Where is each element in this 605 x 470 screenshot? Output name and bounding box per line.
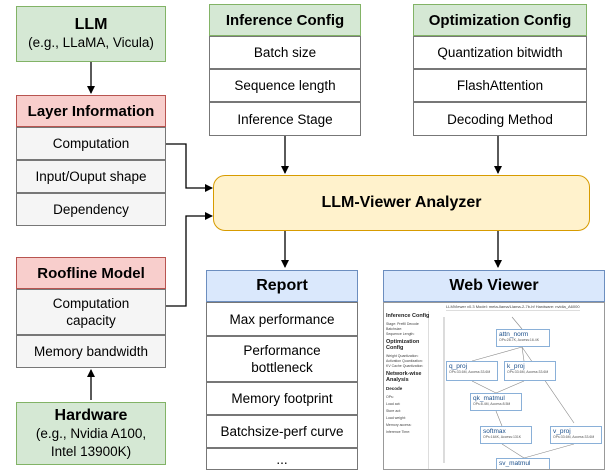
inference-item-sequence-length: Sequence length	[209, 69, 361, 102]
web-viewer-title: Web Viewer	[383, 270, 605, 302]
llm-viewer-analyzer: LLM-Viewer Analyzer	[213, 175, 590, 231]
graph-node-qk-matmul-stats: OPs:8.4M, Access:8.5M	[473, 402, 511, 406]
report-item-batchsize-perf-curve: Batchsize-perf curve	[206, 415, 358, 448]
screenshot-sidebar: Inference Config Stage: Prefill Decode B…	[384, 311, 430, 469]
sidebar-line-12: Store act:	[386, 409, 401, 413]
sidebar-line-8: Network-wise Analysis	[386, 371, 422, 383]
roofline-item-memory-bandwidth: Memory bandwidth	[16, 335, 166, 368]
report-item-memory-footprint: Memory footprint	[206, 382, 358, 415]
llm-box: LLM (e.g., LLaMA, Vicula)	[16, 6, 166, 62]
graph-node-k-proj-stats: OPs:33.6M, Access:33.6M	[507, 370, 549, 374]
llm-title: LLM	[74, 16, 108, 33]
graph-node-attn-norm-stats: OPs:28.7K, Access:16.4K	[499, 338, 540, 342]
graph-node-qk-matmul: qk_matmul OPs:8.4M, Access:8.5M	[470, 393, 522, 411]
arrow-layer-to-analyzer	[166, 143, 213, 192]
graph-node-v-proj-stats: OPs:33.6M, Access:33.6M	[553, 435, 595, 439]
optimization-item-quantization: Quantization bitwidth	[413, 36, 587, 69]
sidebar-line-7: KV Cache Quantization:	[386, 364, 424, 368]
report-item-performance-bottleneck: Performance bottleneck	[206, 336, 358, 382]
graph-node-qk-matmul-label: qk_matmul	[473, 395, 505, 402]
graph-node-v-proj-label: v_proj	[553, 428, 571, 435]
graph-node-attn-norm: attn_norm OPs:28.7K, Access:16.4K	[496, 329, 550, 347]
graph-node-attn-norm-label: attn_norm	[499, 331, 529, 338]
report-title: Report	[206, 270, 358, 302]
sidebar-line-9: Decode	[386, 386, 403, 391]
graph-node-q-proj-label: q_proj	[449, 363, 468, 370]
optimization-config-title: Optimization Config	[413, 4, 587, 36]
llm-subtitle: (e.g., LLaMA, Vicula)	[28, 35, 154, 50]
sidebar-line-6: Activation Quantization:	[386, 359, 423, 363]
sidebar-line-0: Inference Config	[386, 313, 430, 319]
graph-node-sv-matmul-label: sv_matmul	[499, 460, 531, 467]
graph-node-v-proj: v_proj OPs:33.6M, Access:33.6M	[550, 426, 602, 444]
layer-item-dependency: Dependency	[16, 193, 166, 226]
sidebar-line-2: Batchsize:	[386, 327, 403, 331]
graph-node-q-proj: q_proj OPs:33.6M, Access:33.6M	[446, 361, 498, 381]
screenshot-graph-edges	[443, 316, 575, 463]
sidebar-line-10: OPs:	[386, 395, 394, 399]
sidebar-line-1: Stage: Prefill Decode	[386, 322, 419, 326]
sidebar-line-11: Load act:	[386, 402, 401, 406]
sidebar-line-5: Weight Quantization:	[386, 354, 419, 358]
sidebar-line-13: Load weight:	[386, 416, 406, 420]
inference-item-stage: Inference Stage	[209, 102, 361, 136]
roofline-item-computation-capacity: Computation capacity	[16, 289, 166, 335]
web-viewer-screenshot: LLMViewer v0.3 Model: meta-llama/Llama-2…	[383, 302, 605, 470]
optimization-item-flashattention: FlashAttention	[413, 69, 587, 102]
layer-item-io-shape: Input/Ouput shape	[16, 160, 166, 193]
sidebar-line-15: Inference Time:	[386, 430, 411, 434]
layer-item-computation: Computation	[16, 127, 166, 160]
graph-node-softmax: softmax OPs:164K, Access:131K	[480, 426, 532, 444]
sidebar-line-4: Optimization Config	[386, 339, 420, 351]
optimization-item-decoding-method: Decoding Method	[413, 102, 587, 136]
graph-node-q-proj-stats: OPs:33.6M, Access:33.6M	[449, 370, 491, 374]
graph-node-k-proj-label: k_proj	[507, 363, 525, 370]
inference-config-title: Inference Config	[209, 4, 361, 36]
graph-node-sv-matmul: sv_matmul	[496, 458, 550, 469]
screenshot-toolbar: LLMViewer v0.3 Model: meta-llama/Llama-2…	[446, 304, 580, 311]
sidebar-line-3: Sequence Length:	[386, 332, 415, 336]
arrow-roofline-to-analyzer	[166, 212, 213, 307]
hardware-subtitle: (e.g., Nvidia A100, Intel 13900K)	[35, 425, 147, 459]
layer-information-title: Layer Information	[16, 95, 166, 127]
roofline-model-title: Roofline Model	[16, 257, 166, 289]
hardware-title: Hardware	[54, 406, 128, 424]
sidebar-line-14: Memory access:	[386, 423, 412, 427]
report-item-more: ...	[206, 448, 358, 470]
hardware-box: Hardware (e.g., Nvidia A100, Intel 13900…	[16, 402, 166, 465]
inference-item-batch-size: Batch size	[209, 36, 361, 69]
graph-node-k-proj: k_proj OPs:33.6M, Access:33.6M	[504, 361, 556, 381]
graph-node-softmax-label: softmax	[483, 428, 506, 435]
graph-node-softmax-stats: OPs:164K, Access:131K	[483, 435, 522, 439]
report-item-max-performance: Max performance	[206, 302, 358, 336]
